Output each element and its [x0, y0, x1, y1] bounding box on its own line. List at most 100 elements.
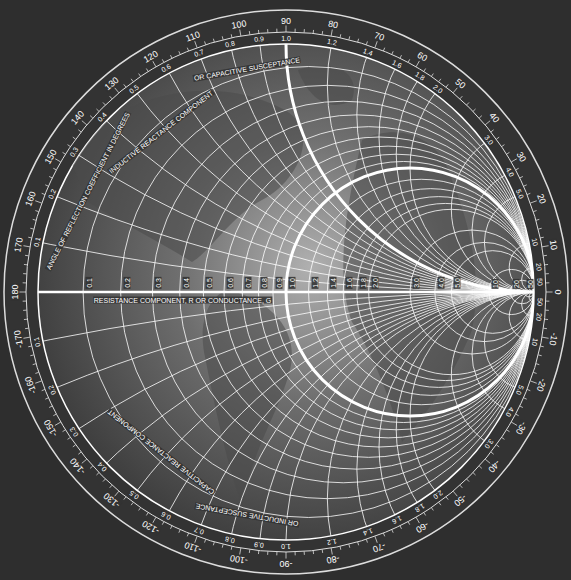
reactance-arc [357, 292, 571, 580]
tick-mark [78, 130, 81, 132]
tick-mark [453, 87, 457, 92]
resistance-label: 0.8 [261, 277, 268, 289]
tick-mark [524, 185, 527, 186]
tick-mark [63, 430, 66, 432]
tick-mark [170, 55, 172, 58]
tick-mark [231, 34, 233, 37]
tick-mark [366, 41, 367, 44]
tick-mark [35, 372, 38, 373]
tick-mark [35, 381, 42, 383]
tick-mark [146, 69, 148, 72]
angle-label: -80 [325, 553, 341, 564]
tick-mark [431, 508, 433, 511]
reactance-label: 50 [536, 297, 543, 307]
tick-mark [124, 497, 126, 500]
outer-scale-ring [4, 10, 568, 574]
resistance-axis [38, 291, 534, 294]
resistance-label: 0.9 [275, 277, 282, 289]
tick-mark [506, 430, 509, 432]
tick-mark [392, 51, 393, 54]
reactance-label: 0.9 [253, 540, 265, 548]
tick-mark [267, 29, 268, 32]
tick-mark [63, 152, 66, 154]
tick-mark [543, 328, 546, 329]
resistance-label: 3.0 [413, 277, 420, 289]
tick-mark [96, 473, 99, 475]
angle-label: 90 [280, 17, 292, 26]
reactance-arc [410, 292, 571, 540]
tick-mark [30, 354, 33, 356]
tick-mark [170, 526, 172, 529]
resistance-label: 1.8 [359, 277, 366, 289]
angle-label: 10 [547, 238, 558, 251]
tick-mark [416, 61, 420, 67]
reactance-arc [224, 0, 571, 292]
reactance-arc [0, 0, 571, 292]
reactance-arc [286, 0, 571, 292]
tick-mark [153, 61, 157, 67]
tick-mark [322, 549, 323, 552]
reactance-arc [484, 193, 571, 292]
tick-mark [408, 522, 410, 525]
tick-mark [24, 264, 27, 265]
reactance-arc [0, 0, 571, 292]
tick-mark [540, 237, 543, 239]
tick-mark [546, 301, 549, 302]
tick-mark [540, 346, 543, 348]
reactance-arc [396, 292, 571, 568]
tick-mark [53, 414, 56, 416]
tick-mark [205, 539, 206, 542]
reactance-arc [484, 292, 571, 391]
tick-mark [545, 319, 548, 320]
tick-mark [357, 39, 359, 42]
tick-mark [375, 41, 377, 48]
tick-mark [491, 452, 494, 454]
tick-mark [431, 74, 433, 77]
tick-mark [96, 109, 99, 111]
reactance-arc [121, 0, 571, 292]
tick-mark [545, 310, 548, 311]
resistance-label: 0.1 [86, 277, 93, 289]
tick-mark [479, 466, 482, 468]
tick-mark [73, 137, 76, 139]
tick-mark [276, 29, 277, 32]
tick-mark [258, 30, 259, 33]
reactance-arc [0, 292, 571, 580]
tick-mark [110, 96, 112, 99]
tick-mark [424, 69, 426, 72]
tick-mark [240, 29, 241, 36]
tick-mark [543, 255, 546, 256]
tick-mark [23, 301, 26, 302]
inner-scale-ring [26, 32, 546, 552]
tick-mark [286, 25, 287, 32]
tick-mark [205, 41, 206, 44]
tick-mark [195, 41, 197, 48]
tick-mark [439, 79, 441, 82]
tick-mark [348, 36, 350, 39]
tick-mark [524, 398, 527, 399]
tick-mark [25, 328, 28, 329]
tick-mark [23, 246, 30, 247]
reactance-arc [0, 292, 571, 580]
angle-label: 180 [11, 283, 20, 300]
tick-mark [23, 282, 26, 283]
resistance-label: 0.2 [123, 277, 130, 289]
tick-mark [400, 526, 402, 529]
tick-mark [49, 176, 52, 178]
tick-mark [366, 539, 367, 542]
resistance-label: 1.2 [311, 277, 318, 289]
tick-mark [446, 84, 448, 87]
tick-mark [502, 145, 505, 147]
reactance-arc [224, 292, 571, 580]
reactance-arc [451, 292, 571, 457]
tick-mark [467, 102, 469, 105]
tick-mark [249, 549, 250, 552]
tick-mark [460, 485, 462, 488]
tick-mark [110, 485, 112, 488]
tick-mark [24, 319, 27, 320]
tick-mark [400, 55, 402, 58]
tick-mark [25, 255, 28, 256]
tick-mark [103, 479, 105, 482]
tick-mark [545, 273, 548, 274]
